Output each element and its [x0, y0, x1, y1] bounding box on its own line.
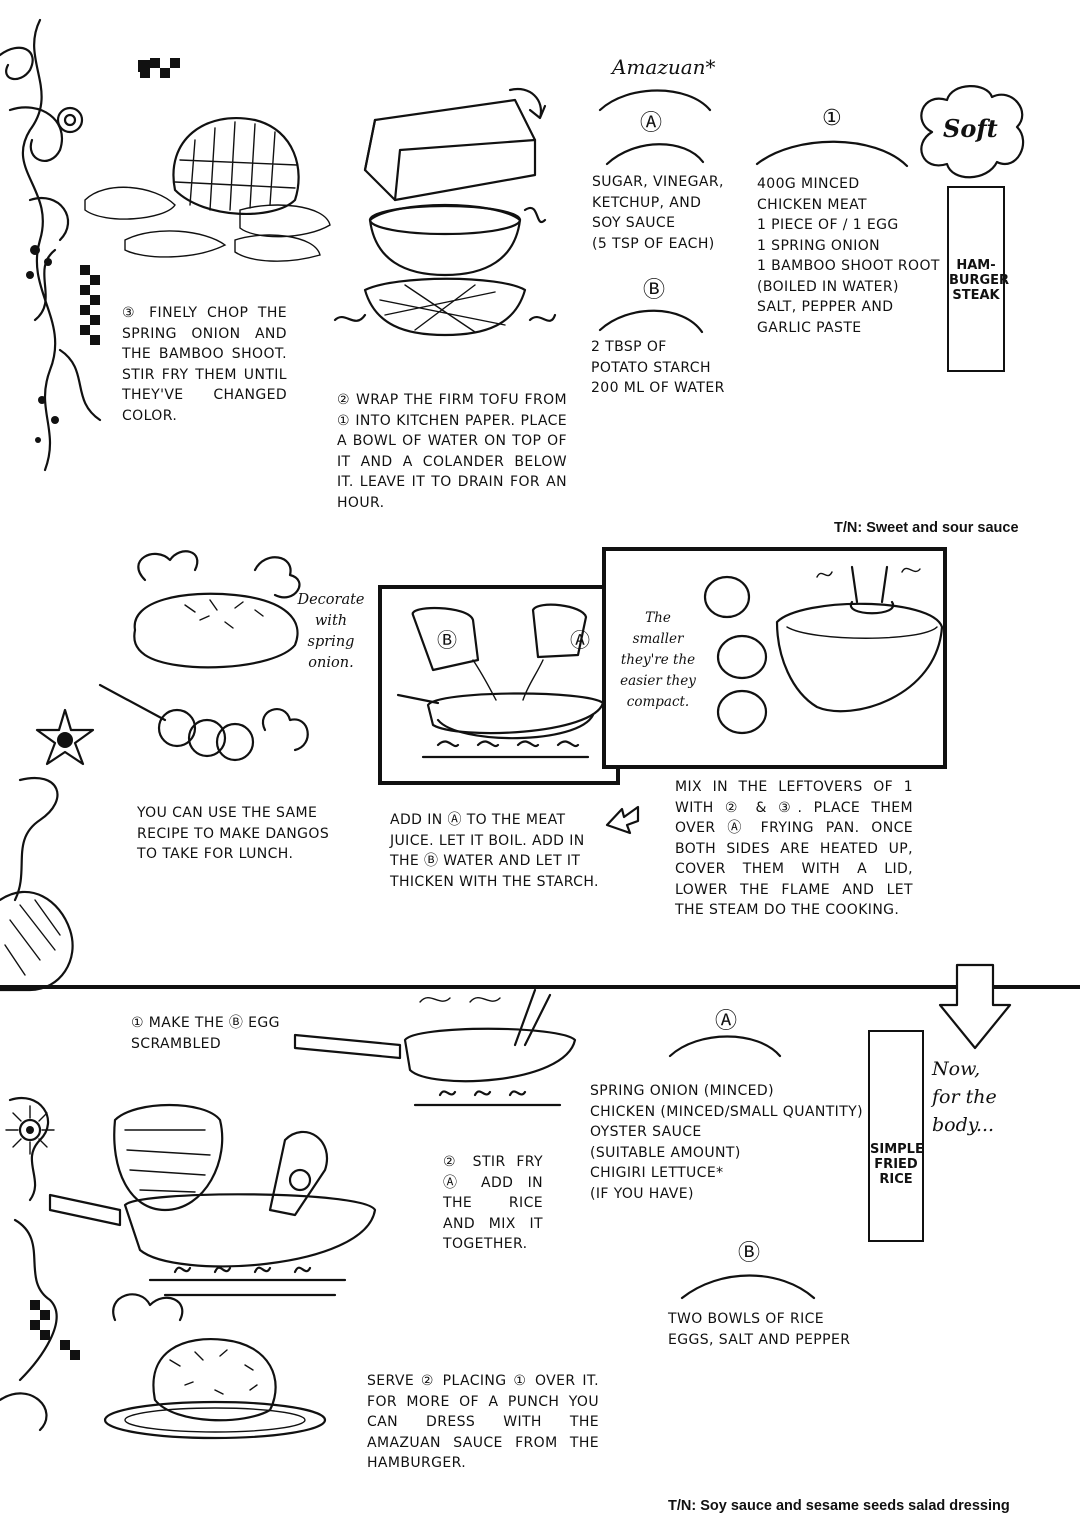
arc-divider-icon: [598, 309, 704, 334]
step2-text: ② WRAP THE FIRM TOFU FROM ① INTO KITCHEN…: [337, 392, 567, 511]
ingredient-line: SPRING ONION (MINCED): [590, 1083, 774, 1099]
fried-rice-b-marker: Ⓑ: [738, 1241, 761, 1266]
ingredient-line: SOY SAUCE: [592, 215, 676, 231]
ingredient-line: (BOILED IN WATER): [757, 278, 899, 295]
arc-divider-icon: [605, 143, 705, 166]
big-pan-illustration: [48, 1103, 377, 1297]
fried-rice-label-box: SIMPLE FRIED RICE: [868, 1030, 924, 1242]
note-line: for the: [932, 1086, 997, 1108]
note-line: body...: [932, 1114, 995, 1136]
ingredient-line: EGGS, SALT AND PEPPER: [668, 1331, 851, 1348]
ingredient-line: POTATO STARCH: [591, 359, 711, 376]
amazuan-b-ingredients: 2 TBSP OF POTATO STARCH 200 ML OF WATER: [591, 337, 725, 399]
note-line: onion.: [308, 655, 354, 671]
note-line: Decorate: [297, 592, 365, 608]
note-line: Now,: [932, 1058, 981, 1080]
dango-skewer-illustration: [98, 683, 309, 762]
arc-divider-icon: [598, 89, 712, 112]
hamburger-steak-illustration: [133, 550, 301, 669]
ingredient-line: 400G MINCED: [757, 176, 860, 192]
ingredient-line: OYSTER SAUCE: [590, 1124, 702, 1140]
note-line: with spring: [307, 613, 355, 650]
ingredient-line: (SUITABLE AMOUNT): [590, 1144, 741, 1161]
label-line: HAM-: [956, 258, 996, 273]
ingredient-line: 1 PIECE OF / 1 EGG: [757, 217, 899, 233]
hamburger-marker: ①: [822, 106, 842, 131]
label-line: BURGER: [949, 273, 1010, 288]
cloud-badge-icon: [920, 85, 1025, 179]
ingredient-line: CHICKEN MEAT: [757, 196, 867, 213]
fried-rice-a-ingredients: SPRING ONION (MINCED) CHICKEN (MINCED/SM…: [590, 1081, 863, 1204]
small-pan-illustration: [293, 988, 577, 1107]
label-line: SIMPLE: [870, 1142, 924, 1157]
mixing-panel: [602, 547, 947, 769]
arrow-pointer-icon: [605, 805, 640, 835]
now-note: Now, for the body...: [932, 1055, 997, 1139]
note-line: compact.: [626, 694, 690, 710]
sauce-text: ADD IN Ⓐ TO THE MEAT JUICE. LET IT BOIL.…: [390, 812, 599, 890]
ingredient-line: 1 SPRING ONION: [757, 237, 881, 254]
ingredient-line: SALT, PEPPER AND: [757, 299, 894, 315]
vine-ornament-icon: [0, 18, 150, 1432]
note-line: easier they: [620, 673, 696, 689]
frying-pan-sauce-illustration: [396, 603, 605, 759]
mix-text: MIX IN THE LEFTOVERS OF 1 WITH ② & ③. PL…: [675, 779, 913, 918]
note-line: they're the: [620, 652, 696, 668]
arc-divider-icon: [680, 1274, 816, 1300]
ingredient-line: (5 TSP OF EACH): [592, 235, 715, 252]
step3-text: ③ FINELY CHOP THE SPRING ONION AND THE B…: [122, 305, 287, 424]
amazuan-a-ingredients: SUGAR, VINEGAR, KETCHUP, AND SOY SAUCE (…: [592, 172, 724, 254]
checker-ornament-icon: [140, 58, 180, 78]
step2-line: ② STIR FRY Ⓐ ADD IN THE RICE AND MIX IT …: [443, 1154, 543, 1252]
ingredient-line: 1 BAMBOO SHOOT ROOT: [757, 258, 940, 274]
translator-note-dressing: T/N: Soy sauce and sesame seeds salad dr…: [668, 1498, 1010, 1514]
ingredient-line: TWO BOWLS OF RICE: [668, 1311, 825, 1327]
note-line: The smaller: [632, 610, 684, 647]
fried-rice-a-marker: Ⓐ: [715, 1009, 738, 1034]
serve-text: SERVE ② PLACING ① OVER IT. FOR MORE OF A…: [367, 1373, 599, 1471]
hamburger-ingredients: 400G MINCED CHICKEN MEAT 1 PIECE OF / 1 …: [757, 174, 940, 338]
translator-note-sauce: T/N: Sweet and sour sauce: [834, 520, 1019, 536]
fried-rice-step2: ② STIR FRY Ⓐ ADD IN THE RICE AND MIX IT …: [443, 1152, 543, 1255]
amazuan-a-marker: Ⓐ: [640, 111, 663, 136]
label-line: RICE: [879, 1172, 913, 1187]
ingredient-line: KETCHUP, AND: [592, 194, 702, 211]
amazuan-title: Amazuan*: [612, 55, 716, 79]
label-line: STEAK: [952, 288, 1000, 303]
ingredient-line: (IF YOU HAVE): [590, 1185, 694, 1202]
label-line: FRIED: [874, 1157, 918, 1172]
ingredient-line: 200 ML OF WATER: [591, 380, 725, 396]
mixing-bowl-illustration: [703, 565, 944, 735]
ingredient-line: CHICKEN (MINCED/SMALL QUANTITY): [590, 1103, 863, 1120]
arc-divider-icon: [668, 1035, 782, 1058]
arc-divider-icon: [755, 140, 909, 168]
fried-rice-step1: ① MAKE THE Ⓑ EGG SCRAMBLED: [131, 1015, 280, 1052]
ingredient-line: SUGAR, VINEGAR,: [592, 174, 724, 190]
decorate-note: Decorate with spring onion.: [296, 590, 366, 674]
tofu-press-illustration: [333, 87, 557, 337]
down-arrow-icon: [938, 963, 1012, 1050]
ingredient-line: 2 TBSP OF: [591, 339, 667, 355]
ingredient-line: GARLIC PASTE: [757, 319, 862, 336]
smaller-note: The smaller they're the easier they comp…: [618, 608, 698, 713]
ingredient-line: CHIGIRI LETTUCE*: [590, 1165, 724, 1181]
cup-a-marker: Ⓐ: [570, 628, 590, 652]
cup-b-marker: Ⓑ: [437, 628, 457, 652]
fried-rice-b-ingredients: TWO BOWLS OF RICE EGGS, SALT AND PEPPER: [668, 1309, 850, 1350]
dango-text: YOU CAN USE THE SAME RECIPE TO MAKE DANG…: [137, 805, 330, 862]
hamburger-label-box: HAM- BURGER STEAK: [947, 186, 1010, 372]
amazuan-b-marker: Ⓑ: [643, 278, 666, 303]
soft-badge-text: Soft: [943, 114, 998, 143]
section-divider: [0, 985, 1080, 989]
chopped-vegetables-illustration: [84, 117, 331, 262]
served-rice-illustration: [103, 1293, 327, 1440]
